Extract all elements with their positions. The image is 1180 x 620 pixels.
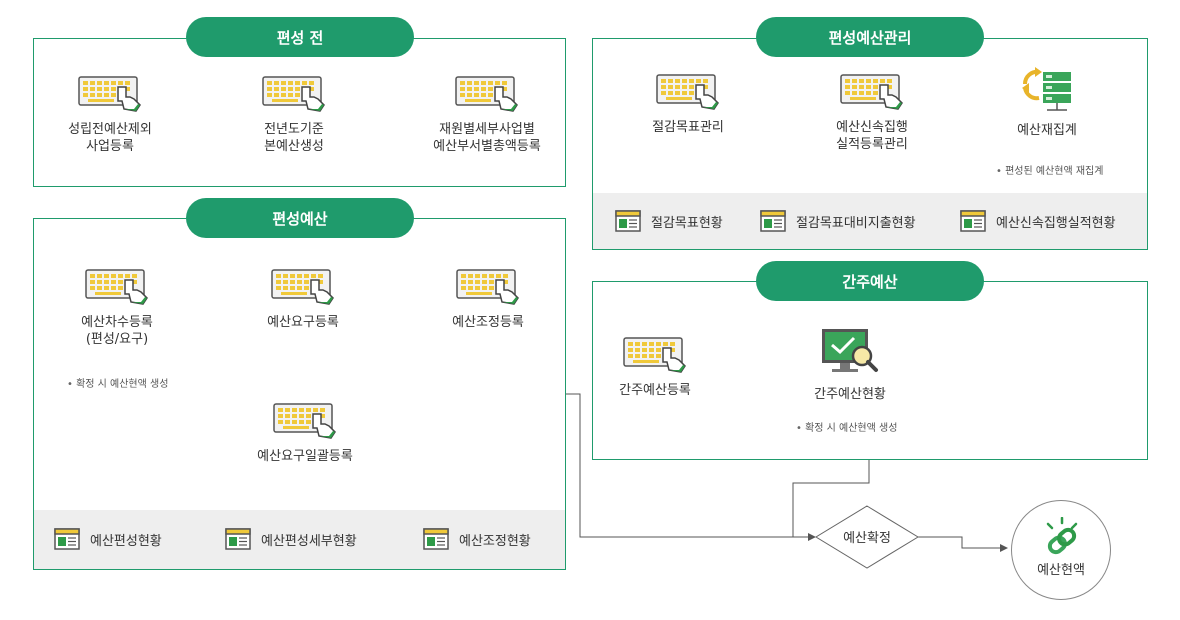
node-deemed-register[interactable]: 간주예산등록 <box>580 336 730 399</box>
keyboard-hand-icon <box>840 73 904 113</box>
report-label: 예산편성현황 <box>90 533 162 549</box>
node-label: 예산차수등록 (편성/요구) <box>81 315 153 347</box>
arrow-deemed-to-confirm <box>792 460 870 537</box>
node-label: 간주예산등록 <box>619 383 691 398</box>
node-label: 예산신속집행 실적등록관리 <box>836 120 908 152</box>
keyboard-hand-icon <box>656 73 720 113</box>
monitor-search-icon <box>822 329 878 372</box>
keyboard-hand-icon <box>271 268 335 308</box>
node-label: 예산재집계 <box>1017 123 1077 138</box>
report-window-icon <box>423 528 449 550</box>
report-label: 절감목표현황 <box>651 215 723 231</box>
node-exclude-register[interactable]: 성립전예산제외 사업등록 <box>35 75 185 155</box>
node-label: 전년도기준 본예산생성 <box>264 122 324 154</box>
report-budget-detail[interactable]: 예산편성세부현황 <box>225 528 357 550</box>
keyboard-hand-icon <box>262 75 326 115</box>
node-budget-order[interactable]: 예산차수등록 (편성/요구) <box>42 268 192 348</box>
node-label: 재원별세부사업별 예산부서별총액등록 <box>433 122 541 154</box>
report-strip-budget <box>34 510 565 569</box>
report-label: 예산편성세부현황 <box>261 533 357 549</box>
node-deemed-status[interactable]: 간주예산현황 <box>775 326 925 403</box>
report-label: 절감목표대비지출현황 <box>796 215 916 231</box>
note-budget-confirm: 확정 시 예산현액 생성 <box>67 375 168 390</box>
report-budget-adjust[interactable]: 예산조정현황 <box>423 528 531 550</box>
note-reaggregate: 편성된 예산현액 재집계 <box>996 162 1103 177</box>
node-label: 예산요구등록 <box>267 315 339 330</box>
node-reaggregate[interactable]: 예산재집계 <box>972 64 1122 139</box>
keyboard-hand-icon <box>78 75 142 115</box>
arrow-budget-to-confirm <box>566 393 816 541</box>
node-budget-request[interactable]: 예산요구등록 <box>228 268 378 331</box>
confirm-label: 예산확정 <box>843 530 891 546</box>
report-label: 예산신속집행실적현황 <box>996 215 1116 231</box>
keyboard-hand-icon <box>273 402 337 442</box>
node-quick-exec[interactable]: 예산신속집행 실적등록관리 <box>797 73 947 153</box>
report-budget-status[interactable]: 예산편성현황 <box>54 528 162 550</box>
report-window-icon <box>760 210 786 232</box>
report-strip-mgmt <box>593 193 1147 249</box>
confirm-diamond <box>815 505 919 569</box>
report-saving-vs-spend[interactable]: 절감목표대비지출현황 <box>760 210 916 232</box>
node-prev-year-create[interactable]: 전년도기준 본예산생성 <box>219 75 369 155</box>
section-title-mgmt: 편성예산관리 <box>756 17 984 57</box>
section-title-budget: 편성예산 <box>186 198 414 238</box>
node-label: 성립전예산제외 사업등록 <box>68 122 152 154</box>
sync-server-icon <box>1022 67 1071 111</box>
report-quick-exec-status[interactable]: 예산신속집행실적현황 <box>960 210 1116 232</box>
section-title-pre: 편성 전 <box>186 17 414 57</box>
result-circle[interactable]: 예산현액 <box>1011 500 1111 600</box>
result-label: 예산현액 <box>1037 563 1085 578</box>
keyboard-hand-icon <box>85 268 149 308</box>
keyboard-hand-icon <box>456 268 520 308</box>
node-budget-adjust[interactable]: 예산조정등록 <box>413 268 563 331</box>
report-window-icon <box>225 528 251 550</box>
keyboard-hand-icon <box>623 336 687 376</box>
report-window-icon <box>615 210 641 232</box>
chain-link-icon <box>1046 517 1078 555</box>
node-label: 절감목표관리 <box>652 120 724 135</box>
node-label: 예산요구일괄등록 <box>257 449 353 464</box>
node-total-register[interactable]: 재원별세부사업별 예산부서별총액등록 <box>412 75 562 155</box>
report-saving-status[interactable]: 절감목표현황 <box>615 210 723 232</box>
report-label: 예산조정현황 <box>459 533 531 549</box>
arrow-confirm-to-result <box>918 536 1008 552</box>
report-window-icon <box>54 528 80 550</box>
node-label: 간주예산현황 <box>814 387 886 402</box>
node-budget-bulk[interactable]: 예산요구일괄등록 <box>230 402 380 465</box>
keyboard-hand-icon <box>455 75 519 115</box>
note-deemed-confirm: 확정 시 예산현액 생성 <box>796 419 897 434</box>
section-title-deemed: 간주예산 <box>756 261 984 301</box>
node-saving-target[interactable]: 절감목표관리 <box>613 73 763 136</box>
report-window-icon <box>960 210 986 232</box>
node-label: 예산조정등록 <box>452 315 524 330</box>
